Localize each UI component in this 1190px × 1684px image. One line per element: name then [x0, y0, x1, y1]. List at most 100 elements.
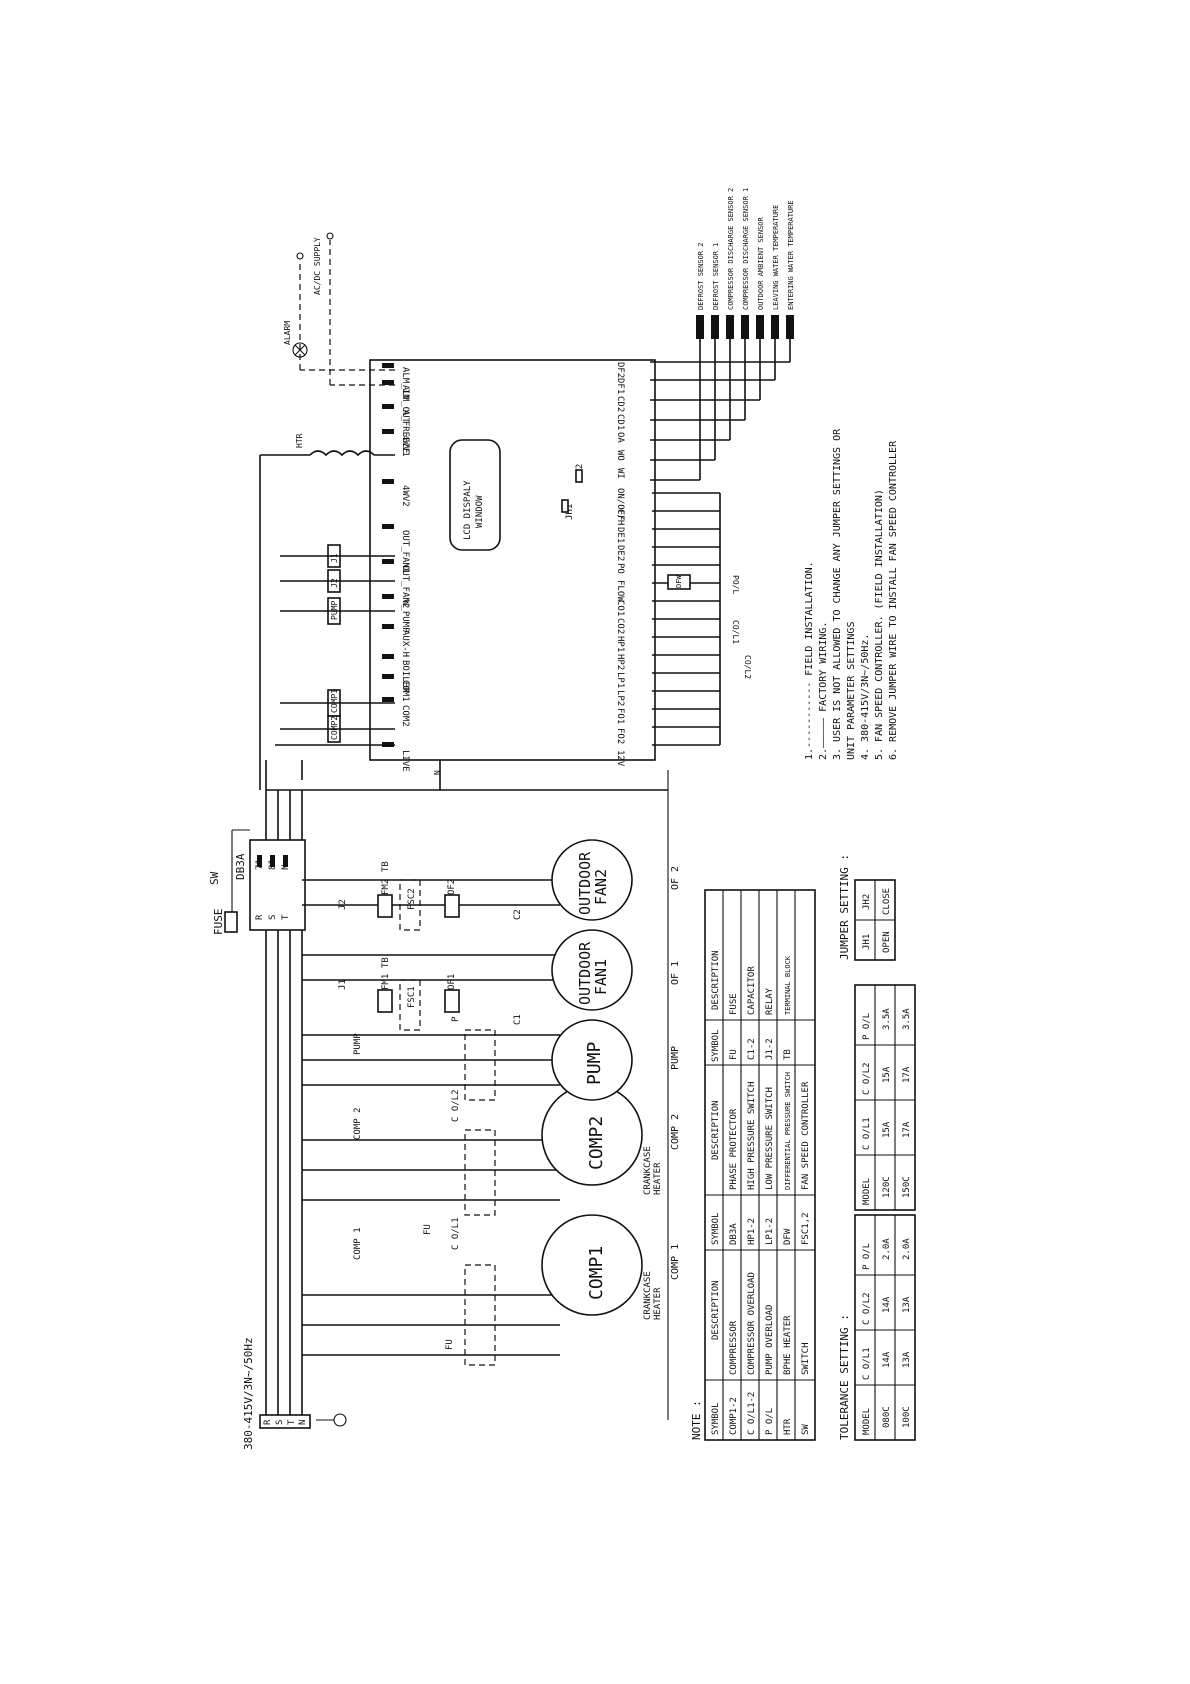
fan1-label-1: OUTDOOR	[576, 941, 594, 1005]
note-5: 5. FAN SPEED CONTROLLER. (FIELD INSTALLA…	[874, 489, 885, 760]
term-co1: CO1	[615, 600, 625, 616]
section-comp1: COMP 1	[670, 1244, 681, 1280]
comp2-contact-label: COMP 2	[353, 1107, 363, 1140]
term-alm-out: ALM_OUT	[400, 385, 410, 424]
legend-cell: HTR	[783, 1418, 793, 1435]
legend-cell: HP1-2	[747, 1218, 757, 1245]
tol1-cell: 14A	[882, 1351, 892, 1368]
legend-cell: COMPRESSOR OVERLOAD	[747, 1272, 757, 1375]
term-alm-in: ALM_IN	[400, 367, 410, 400]
tolerance-title: TOLERANCE SETTING :	[838, 1314, 851, 1440]
phase-r: R	[263, 1419, 273, 1425]
phase-protector-section: FUSE SW DB3A R S T 71 81 N	[208, 829, 306, 936]
term-4wv1: 4WV1	[400, 435, 410, 457]
relay-comp1-label: COMP1	[330, 689, 339, 713]
sensor-defrost-2: DEFROST SENSOR 2	[697, 243, 705, 310]
legend-title: NOTE :	[690, 1400, 703, 1440]
tol1-cell: 2.0A	[882, 1238, 892, 1260]
term-aux-h: AUX-H	[400, 630, 410, 657]
comp1-contact-label: COMP 1	[353, 1227, 363, 1260]
motor-comp2: COMP2	[541, 1084, 643, 1186]
c2-label: C2	[513, 909, 523, 920]
phase-n: N	[298, 1420, 308, 1425]
term-4wv2: 4WV2	[400, 485, 410, 507]
crankcase-2a: CRANKCASE	[643, 1146, 653, 1195]
tb-label-2: TB	[381, 861, 391, 872]
legend-cell: RELAY	[765, 987, 775, 1015]
legend-cell: FSC1,2	[801, 1212, 811, 1245]
of1-label: OF1	[447, 974, 457, 990]
relay-blocks: J1 J2 PUMP COMP1 COMP2	[280, 544, 395, 743]
term-cd2: CD2	[615, 396, 625, 412]
term-df2: DF2	[615, 362, 625, 378]
fuse-label: FUSE	[212, 909, 225, 936]
db3a-label: DB3A	[234, 853, 247, 880]
legend-cell: FU	[729, 1049, 739, 1060]
fsc2-label: FSC2	[407, 888, 417, 910]
db3a-n: N	[281, 865, 291, 870]
tb-label-1: TB	[381, 957, 391, 968]
legend-h-symbol-2: SYMBOL	[711, 1212, 721, 1245]
power-supply-section: 380-415V/3N~/50Hz R S T N	[242, 1337, 347, 1450]
section-of1: OF 1	[670, 961, 681, 985]
relay-comp2-label: COMP2	[330, 716, 339, 740]
term-hp2: HP2	[615, 654, 625, 670]
term-de2: DE2	[615, 545, 625, 561]
term-df1: DF1	[615, 378, 625, 394]
sensor-defrost-1: DEFROST SENSOR 1	[712, 243, 720, 310]
crankcase-2b: HEATER	[653, 1162, 663, 1195]
sensor-discharge-1: COMPRESSOR DISCHARGE SENSOR 1	[742, 188, 750, 310]
acdc-label: AC/DC SUPPLY	[313, 237, 322, 295]
note-3: 3. USER IS NOT ALLOWED TO CHANGE ANY JUM…	[832, 428, 843, 760]
tol1-cell: 13A	[902, 1296, 912, 1313]
tol2-cell: 3.5A	[902, 1008, 912, 1030]
pump-label: PUMP	[584, 1041, 605, 1085]
comp1-label: COMP1	[586, 1246, 607, 1300]
fm2-label: FM2	[381, 879, 391, 895]
tol1-cell: 100C	[902, 1406, 912, 1428]
jumper-title: JUMPER SETTING :	[838, 854, 851, 960]
term-a-freeze: A_FREEZE	[400, 410, 410, 453]
legend-cell: J1-2	[765, 1038, 775, 1060]
motor-fan2: OUTDOOR FAN2	[551, 839, 633, 921]
note-2: 2.————— FACTORY WIRING.	[818, 622, 829, 760]
relay-j1-label: J1	[330, 553, 339, 563]
tol2-cell: 17A	[902, 1066, 912, 1083]
legend-cell: DFW	[783, 1228, 793, 1245]
tol1-h-model: MODEL	[862, 1408, 872, 1435]
term-w-pump: W_PUMP	[400, 600, 410, 633]
legend-cell: BPHE HEATER	[783, 1315, 793, 1375]
legend-cell: DB3A	[729, 1223, 739, 1245]
term-hp1: HP1	[615, 636, 625, 652]
note-4: 4. 380-415V/3N~/50Hz.	[860, 634, 871, 760]
legend-cell: FAN SPEED CONTROLLER	[801, 1081, 811, 1190]
tol2-h-col1: C O/L1	[862, 1117, 872, 1150]
term-fo2: FO2	[615, 728, 625, 744]
supply-terminal-block	[259, 1414, 311, 1429]
tol2-cell: 150C	[902, 1176, 912, 1198]
htr-label: HTR	[295, 433, 304, 448]
legend-cell: LP1-2	[765, 1218, 775, 1245]
co-l1-label: C O/L1	[451, 1217, 461, 1250]
side-col2: CO/L2	[743, 655, 752, 679]
tol2-cell: 15A	[882, 1121, 892, 1138]
c1-label: C1	[513, 1014, 523, 1025]
term-wi: WI	[615, 468, 625, 479]
legend-h-desc-3: DESCRIPTION	[711, 950, 721, 1010]
input-switches: DFW	[652, 492, 721, 746]
legend-cell: DIFFERENTIAL PRESSURE SWITCH	[784, 1072, 792, 1190]
fsc1-label: FSC1	[407, 986, 417, 1008]
legend-h-desc-2: DESCRIPTION	[711, 1100, 721, 1160]
section-of2: OF 2	[670, 866, 681, 890]
legend-cell: FUSE	[729, 993, 739, 1015]
term-flow: FLOW	[615, 580, 625, 602]
sensor-leaving: LEAVING WATER TEMPERATURE	[772, 205, 780, 310]
j2-label: J2	[338, 899, 348, 910]
tol1-h-col2: C O/L2	[862, 1292, 872, 1325]
sensor-discharge-2: COMPRESSOR DISCHARGE SENSOR 2	[727, 188, 735, 310]
legend-cell: SW	[801, 1424, 811, 1435]
comp2-label: COMP2	[586, 1116, 607, 1170]
side-col1: CO/L1	[731, 620, 740, 644]
legend-cell: P O/L	[765, 1408, 775, 1435]
legend-cell: COMP1-2	[729, 1397, 739, 1435]
